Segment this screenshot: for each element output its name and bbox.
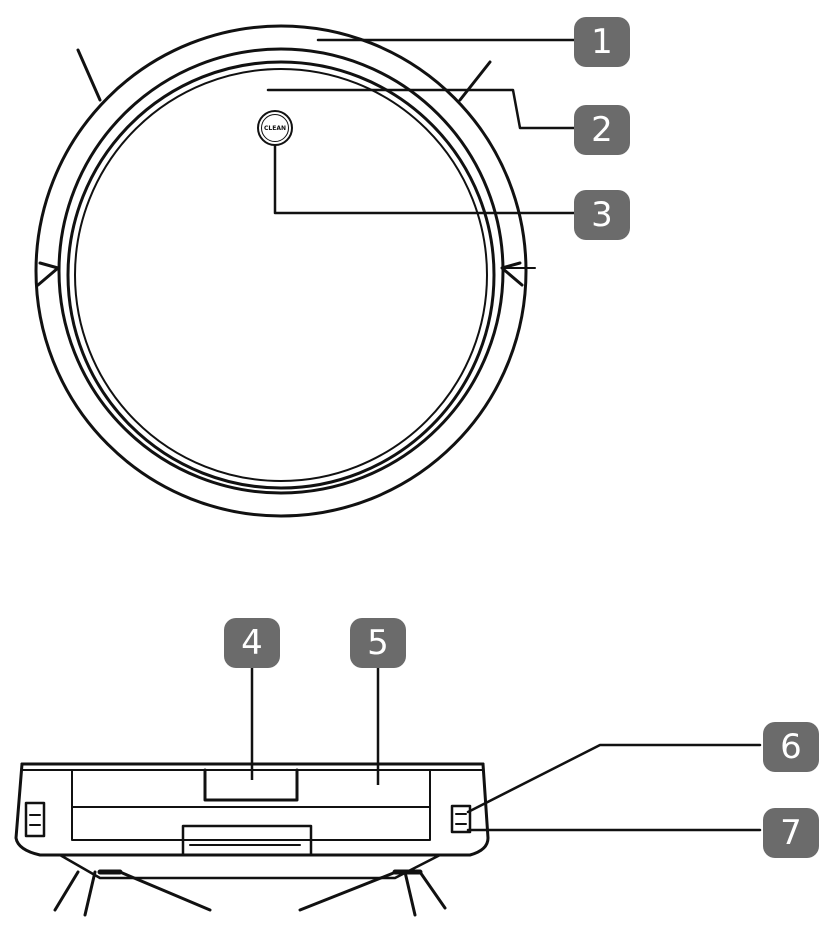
brush-right-c — [418, 870, 447, 910]
top-cover-inner — [74, 68, 488, 482]
bumper-inner — [57, 47, 505, 495]
side-brush-right — [458, 60, 492, 102]
clean-button-inner: CLEAN — [261, 114, 289, 142]
callout-6: 6 — [763, 722, 819, 772]
bin-handle — [203, 768, 299, 802]
bumper-seam-right — [500, 261, 524, 287]
clean-button-label: CLEAN — [264, 124, 286, 132]
callout-4: 4 — [224, 618, 280, 668]
callout-1: 1 — [574, 17, 630, 67]
bumper-outer — [34, 24, 528, 518]
leader-2 — [266, 88, 577, 130]
bumper-seam-left — [36, 261, 60, 287]
clean-button: CLEAN — [257, 110, 293, 146]
brush-left-b — [83, 870, 97, 917]
leader-6 — [466, 743, 762, 814]
brush-right-b — [403, 870, 417, 917]
brush-left-a — [53, 870, 80, 912]
callout-5: 5 — [350, 618, 406, 668]
brush-left-c — [118, 870, 212, 912]
dustbin-panel — [71, 769, 431, 841]
power-switch — [450, 804, 472, 834]
leader-3 — [273, 144, 577, 215]
callout-7: 7 — [763, 808, 819, 858]
callout-2: 2 — [574, 105, 630, 155]
callout-3: 3 — [574, 190, 630, 240]
front-bar — [181, 824, 313, 857]
brush-right-a — [298, 870, 398, 912]
top-cover-outer — [66, 60, 496, 490]
side-brush-left — [76, 48, 102, 102]
left-port — [24, 801, 46, 838]
